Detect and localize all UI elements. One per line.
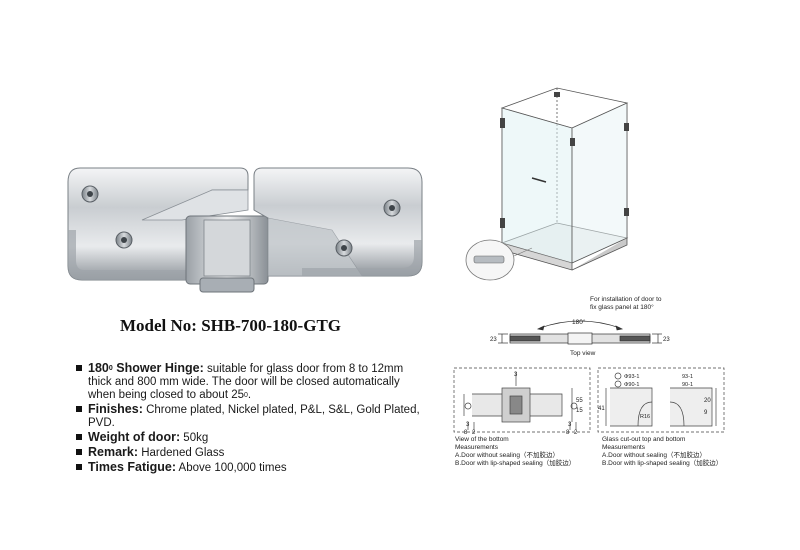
dim-r93: Φ93-1 — [624, 374, 639, 380]
spec-label: 1800 Shower Hinge: — [88, 361, 204, 375]
hinge-right-plate — [253, 167, 423, 277]
model-title: Model No: SHB-700-180-GTG — [120, 316, 341, 336]
bullet-square-icon — [76, 406, 82, 412]
dim-55: 55 — [576, 398, 583, 404]
spec-text: Chrome plated, Nickel plated, P&L, S&L, … — [88, 404, 420, 429]
dim-3-top: 3 — [514, 372, 518, 378]
hinge-photo — [67, 167, 423, 293]
spec-item-fatigue: Times Fatigue: Above 100,000 times — [76, 461, 426, 475]
model-prefix: Model No: — [120, 316, 202, 335]
top-view-label: Top view — [570, 350, 596, 357]
dim-r93b: 93-1 — [682, 374, 693, 380]
bullet-square-icon — [76, 464, 82, 470]
spec-item-weight: Weight of door: 50kg — [76, 431, 426, 445]
install-note: For installation of door to fix glass pa… — [590, 296, 662, 311]
spec-list: 1800 Shower Hinge: suitable for glass do… — [76, 362, 426, 476]
dim-8-left: 8 — [464, 430, 468, 436]
top-view-drawing: 180° 23 23 — [490, 318, 670, 345]
dim-41: 41 — [598, 406, 605, 412]
bullet-square-icon — [76, 449, 82, 455]
dim-2-right: 2 — [574, 430, 578, 436]
dim-2-left: 2 — [472, 430, 476, 436]
dim-8-right: 8 — [566, 430, 570, 436]
hinge-knuckle — [185, 215, 269, 293]
bullet-square-icon — [76, 434, 82, 440]
spec-item-finishes: Finishes: Chrome plated, Nickel plated, … — [76, 403, 426, 430]
spec-text: Above 100,000 times — [175, 462, 287, 474]
bullet-square-icon — [76, 365, 82, 371]
bottom-view-drawing: 3 55 15 3 8 2 3 8 2 — [453, 367, 591, 436]
dim-3-right: 3 — [568, 422, 572, 428]
shower-enclosure-drawing — [465, 87, 629, 281]
spec-label: Weight of door: — [88, 430, 181, 444]
dim-20: 20 — [704, 398, 711, 404]
dim-r90b: 90-1 — [682, 382, 693, 388]
dim-9: 9 — [704, 410, 708, 416]
spec-label: Remark: — [88, 445, 139, 459]
spec-item-hinge: 1800 Shower Hinge: suitable for glass do… — [76, 362, 426, 402]
cutout-caption: Glass cut-out top and bottom Measurement… — [602, 436, 723, 467]
spec-item-remark: Remark: Hardened Glass — [76, 446, 426, 460]
dim-3-left: 3 — [466, 422, 470, 428]
hinge-detail-callout — [465, 239, 533, 281]
dim-r90: Φ90-1 — [624, 382, 639, 388]
dim-23-right: 23 — [663, 337, 670, 343]
model-number: SHB-700-180-GTG — [201, 316, 342, 335]
spec-text: Hardened Glass — [138, 447, 225, 459]
dim-23-left: 23 — [490, 337, 497, 343]
dim-r16: R16 — [640, 414, 650, 420]
angle-label: 180° — [572, 318, 586, 326]
spec-label: Finishes: — [88, 402, 143, 416]
glass-cutout-drawing: Φ93-1 Φ90-1 93-1 90-1 41 R16 20 9 — [597, 367, 725, 433]
spec-text: 50kg — [180, 432, 209, 444]
bottom-view-caption: View of the bottom Measurements A.Door w… — [455, 436, 576, 467]
spec-text: suitable for glass door from 8 to 12mm t… — [88, 363, 404, 401]
dim-15: 15 — [576, 408, 583, 414]
spec-label: Times Fatigue: — [88, 460, 176, 474]
